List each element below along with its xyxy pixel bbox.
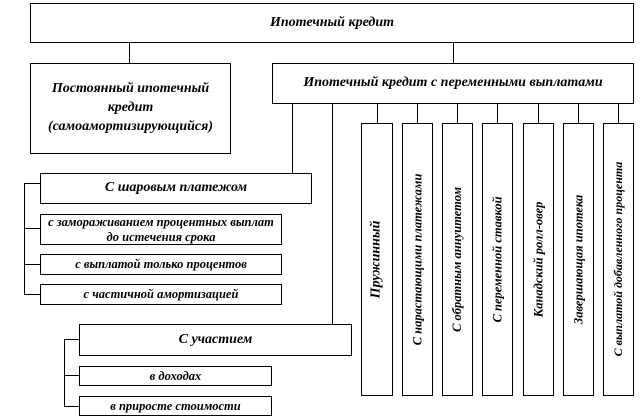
connector — [129, 42, 130, 63]
connector — [24, 294, 40, 295]
balloon-item-label: с частичной амортизацией — [83, 287, 239, 302]
balloon-item: с замораживанием процентных выплат до ис… — [40, 214, 282, 245]
root-label: Ипотечный кредит — [269, 14, 395, 30]
connector — [292, 103, 293, 173]
balloon-item-label: с выплатой только процентов — [75, 257, 247, 272]
participation-item-label: в приросте стоимости — [110, 398, 241, 413]
fixed-line2: кредит — [107, 100, 154, 116]
type-column-label: Завершающая ипотека — [571, 194, 586, 325]
bracket — [24, 183, 25, 295]
participation-title: С участием — [178, 331, 253, 347]
participation-item: в приросте стоимости — [79, 396, 272, 416]
participation-item-label: в доходах — [149, 368, 202, 383]
type-column: С выплатой добавленного процента — [603, 123, 634, 396]
type-column: С переменной ставкой — [482, 123, 513, 396]
connector — [64, 406, 79, 407]
bracket — [64, 339, 65, 407]
connector — [453, 42, 454, 63]
type-column-label: С выплатой добавленного процента — [611, 162, 626, 357]
type-column-label: С переменной ставкой — [490, 196, 505, 323]
balloon-item: с выплатой только процентов — [40, 254, 282, 275]
participation-item: в доходах — [79, 366, 272, 386]
type-column: С обратным аннуитетом — [442, 123, 473, 396]
balloon-box: С шаровым платежом — [40, 173, 312, 204]
type-column: С нарастающими платежами — [402, 123, 433, 396]
connector — [332, 103, 333, 324]
type-column-label: С нарастающими платежами — [410, 173, 425, 346]
connector — [538, 103, 539, 123]
participation-box: С участием — [79, 324, 352, 356]
variable-label: Ипотечный кредит с переменными выплатами — [303, 75, 603, 91]
balloon-title: С шаровым платежом — [104, 180, 248, 196]
fixed-mortgage-box: Постоянный ипотечный кредит (самоамортиз… — [30, 63, 231, 154]
fixed-line3: (самоамортизирующийся) — [47, 118, 213, 134]
type-column: Пружинный — [361, 123, 393, 396]
connector — [578, 103, 579, 123]
type-column: Канадский ролл-овер — [523, 123, 554, 396]
connector — [24, 228, 40, 229]
connector — [64, 339, 79, 340]
connector — [497, 103, 498, 123]
connector — [377, 103, 378, 123]
variable-mortgage-box: Ипотечный кредит с переменными выплатами — [272, 63, 634, 104]
connector — [24, 264, 40, 265]
connector — [618, 103, 619, 123]
connector — [64, 375, 79, 376]
type-column: Завершающая ипотека — [563, 123, 594, 396]
connector — [457, 103, 458, 123]
root-box: Ипотечный кредит — [30, 3, 634, 43]
fixed-line1: Постоянный ипотечный — [51, 81, 210, 97]
type-column-label: Канадский ролл-овер — [531, 201, 546, 318]
type-column-label: С обратным аннуитетом — [450, 187, 465, 332]
connector — [24, 183, 40, 184]
balloon-item: с частичной амортизацией — [40, 284, 282, 305]
connector — [417, 103, 418, 123]
type-column-label: Пружинный — [368, 220, 384, 299]
balloon-item-label: с замораживанием процентных выплат до ис… — [48, 215, 274, 244]
